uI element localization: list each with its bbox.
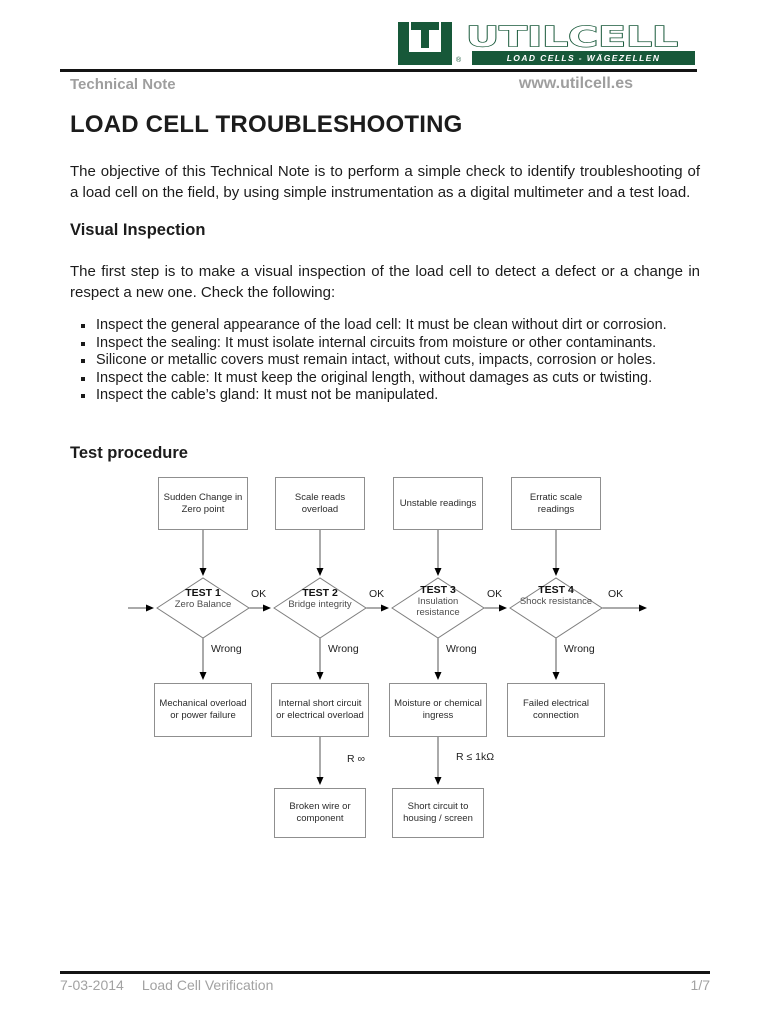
ok-label: OK	[369, 588, 385, 600]
logo-tagline-banner: LOAD CELLS - WÄGEZELLEN	[472, 51, 695, 65]
wrong-label: Wrong	[211, 643, 242, 655]
test-name: TEST 3	[420, 584, 456, 596]
test-procedure-heading: Test procedure	[70, 443, 188, 462]
logo-t-stem	[421, 22, 429, 48]
ok-label: OK	[251, 588, 267, 600]
intro-paragraph: The objective of this Technical Note is …	[70, 163, 700, 201]
website-url: www.utilcell.es	[518, 75, 633, 92]
test-3-diamond	[391, 577, 485, 639]
footer-left: 7-03-2014 Load Cell Verification	[60, 977, 273, 993]
test-diamond-label: TEST 1 Zero Balance	[162, 587, 244, 610]
footer-doc-name: Load Cell Verification	[141, 977, 274, 993]
footer-date: 7-03-2014	[60, 977, 124, 993]
condition-label: R ≤ 1kΩ	[456, 751, 495, 763]
test-subtitle: Zero Balance	[174, 599, 232, 610]
ok-label: OK	[487, 588, 503, 600]
footer-rule	[60, 971, 710, 974]
ok-label: OK	[608, 588, 624, 600]
test-subtitle: Shock resistance	[519, 596, 593, 607]
registered-trademark-icon: ®	[456, 57, 462, 64]
test-4-diamond	[509, 577, 603, 639]
followup-box: Short circuit to housing / screen	[392, 788, 484, 838]
test-subtitle: Bridge integrity	[288, 599, 352, 610]
inspection-checklist: Inspect the general appearance of the lo…	[70, 317, 700, 405]
test-diamond-label: TEST 3 Insulation resistance	[397, 584, 479, 618]
doc-type-label: Technical Note	[70, 76, 176, 93]
flowchart-connectors	[128, 530, 647, 785]
test-diamond-label: TEST 4 Shock resistance	[515, 584, 597, 607]
list-item: Silicone or metallic covers must remain …	[70, 352, 700, 370]
test-subtitle: Insulation resistance	[416, 596, 460, 618]
test-2-diamond	[273, 577, 367, 639]
test-1-diamond	[156, 577, 250, 639]
diagnosis-box: Internal short circuit or electrical ove…	[271, 683, 369, 737]
wrong-label: Wrong	[328, 643, 359, 655]
condition-label: R ∞	[347, 753, 365, 765]
symptom-box: Erratic scale readings	[511, 477, 601, 530]
page-number: 1/7	[690, 977, 710, 993]
test-diamond-label: TEST 2 Bridge integrity	[279, 587, 361, 610]
list-item: Inspect the general appearance of the lo…	[70, 317, 700, 335]
symptom-box: Sudden Change in Zero point	[158, 477, 248, 530]
wrong-label: Wrong	[446, 643, 477, 655]
visual-inspection-heading: Visual Inspection	[70, 221, 206, 239]
followup-box: Broken wire or component	[274, 788, 366, 838]
list-item: Inspect the cable’s gland: It must not b…	[70, 387, 700, 405]
wrong-label: Wrong	[564, 643, 595, 655]
header-rule	[60, 69, 697, 72]
test-name: TEST 2	[302, 587, 338, 599]
test-name: TEST 4	[538, 584, 574, 596]
logo-tagline: LOAD CELLS - WÄGEZELLEN	[506, 53, 661, 63]
test-name: TEST 1	[185, 587, 221, 599]
diagnosis-box: Mechanical overload or power failure	[154, 683, 252, 737]
brand-wordmark: UTILCELL	[465, 21, 679, 53]
visual-inspection-paragraph: The first step is to make a visual inspe…	[70, 263, 700, 301]
symptom-box: Scale reads overload	[275, 477, 365, 530]
diagnosis-box: Moisture or chemical ingress	[389, 683, 487, 737]
text-column: LOAD CELL TROUBLESHOOTING The objective …	[70, 110, 700, 463]
list-item: Inspect the sealing: It must isolate int…	[70, 335, 700, 353]
footer: 7-03-2014 Load Cell Verification 1/7	[60, 977, 710, 993]
symptom-box: Unstable readings	[393, 477, 483, 530]
brand-text: UTILCELL	[466, 21, 678, 53]
page-title: LOAD CELL TROUBLESHOOTING	[70, 111, 463, 138]
diagnosis-box: Failed electrical connection	[507, 683, 605, 737]
logo-u-shape	[398, 22, 452, 65]
utilcell-logo-icon	[398, 22, 452, 65]
list-item: Inspect the cable: It must keep the orig…	[70, 370, 700, 388]
